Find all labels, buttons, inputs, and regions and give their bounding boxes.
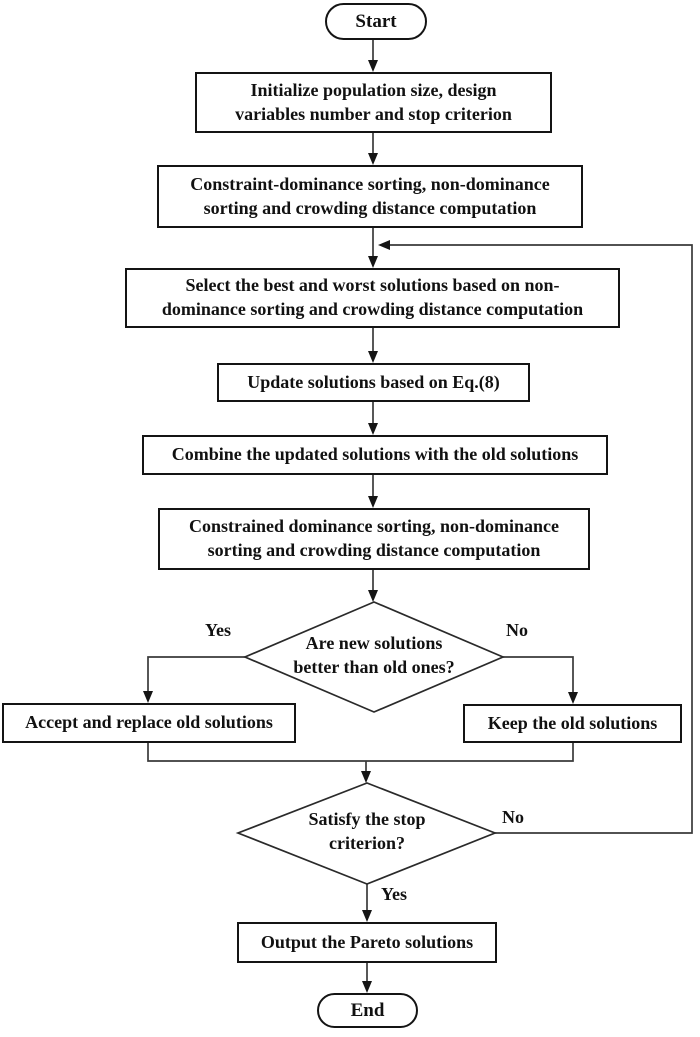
decision-better-diamond [242, 601, 506, 713]
arrowhead-into-keep [568, 692, 578, 704]
decision-stop-diamond [235, 782, 498, 885]
node-keep-old: Keep the old solutions [463, 704, 682, 743]
arrowhead-into-output [362, 910, 372, 922]
arrowhead-into-select [368, 256, 378, 268]
edge-label-stop-no: No [502, 807, 524, 827]
node-accept-replace: Accept and replace old solutions [2, 703, 296, 743]
edge-label-better-yes: Yes [205, 620, 231, 640]
arrowhead-into-sort1 [368, 153, 378, 165]
edge-label-better-no: No [506, 620, 528, 640]
arrowhead-into-combine [368, 423, 378, 435]
edge-decision-better-yes-accept [147, 656, 245, 692]
arrowhead-loopback-left [378, 240, 390, 250]
edge-accept-keep-merge [147, 743, 574, 762]
arrowhead-into-update [368, 351, 378, 363]
node-start: Start [325, 3, 427, 40]
node-combine-solutions: Combine the updated solutions with the o… [142, 435, 608, 475]
node-initialize: Initialize population size, design varia… [195, 72, 552, 133]
node-decision-better-label: Are new solutions better than old ones? [293, 633, 455, 677]
node-decision-stop-label: Satisfy the stop criterion? [308, 809, 426, 853]
node-output-pareto: Output the Pareto solutions [237, 922, 497, 963]
arrowhead-into-init [368, 60, 378, 72]
arrowhead-into-decision-better [368, 590, 378, 602]
node-select-best-worst: Select the best and worst solutions base… [125, 268, 620, 328]
arrowhead-into-decision-stop [361, 771, 371, 783]
arrowhead-into-accept [143, 691, 153, 703]
edge-label-stop-yes: Yes [381, 884, 407, 904]
arrowhead-into-end [362, 981, 372, 993]
arrowhead-into-sort2 [368, 496, 378, 508]
node-constrained-dominance-sorting: Constrained dominance sorting, non-domin… [158, 508, 590, 570]
node-constraint-dominance-sorting: Constraint-dominance sorting, non-domina… [157, 165, 583, 228]
edge-decision-better-no-keep [503, 656, 574, 693]
node-update-solutions: Update solutions based on Eq.(8) [217, 363, 530, 402]
node-end: End [317, 993, 418, 1028]
arrowheads [143, 60, 578, 993]
edge-decision-stop-no-loopback [390, 244, 693, 834]
